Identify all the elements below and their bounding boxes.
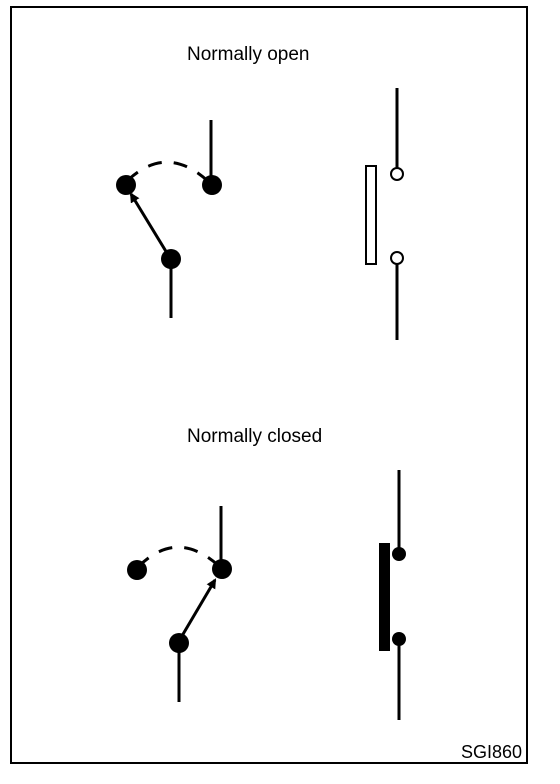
no-open-contact-dot: [116, 175, 136, 195]
normally-closed-schematic-switch: [379, 470, 406, 720]
nc-schematic-blade: [379, 543, 390, 651]
normally-closed-title: Normally closed: [187, 426, 323, 447]
nc-switch-arm-arrow: [177, 578, 217, 642]
nc-schematic-top-contact: [392, 547, 406, 561]
figure-code: SGI860: [461, 742, 523, 762]
no-schematic-bottom-contact: [390, 251, 404, 265]
no-switch-arm-arrow: [129, 192, 172, 259]
nc-schematic-bottom-contact: [392, 632, 406, 646]
nc-swing-path-arc: [136, 545, 223, 570]
normally-open-title: Normally open: [187, 44, 310, 65]
nc-open-contact-dot: [127, 560, 147, 580]
no-schematic-blade: [365, 165, 377, 265]
nc-pivot-dot: [169, 633, 189, 653]
normally-open-pictorial-switch: [116, 120, 222, 318]
nc-fixed-contact-dot: [212, 559, 232, 579]
normally-closed-pictorial-switch: [127, 506, 232, 702]
no-schematic-top-contact: [390, 167, 404, 181]
no-fixed-contact-dot: [202, 175, 222, 195]
no-swing-path-arc: [125, 160, 213, 186]
figure-frame: [10, 6, 528, 764]
normally-open-schematic-switch: [365, 88, 404, 340]
no-pivot-dot: [161, 249, 181, 269]
